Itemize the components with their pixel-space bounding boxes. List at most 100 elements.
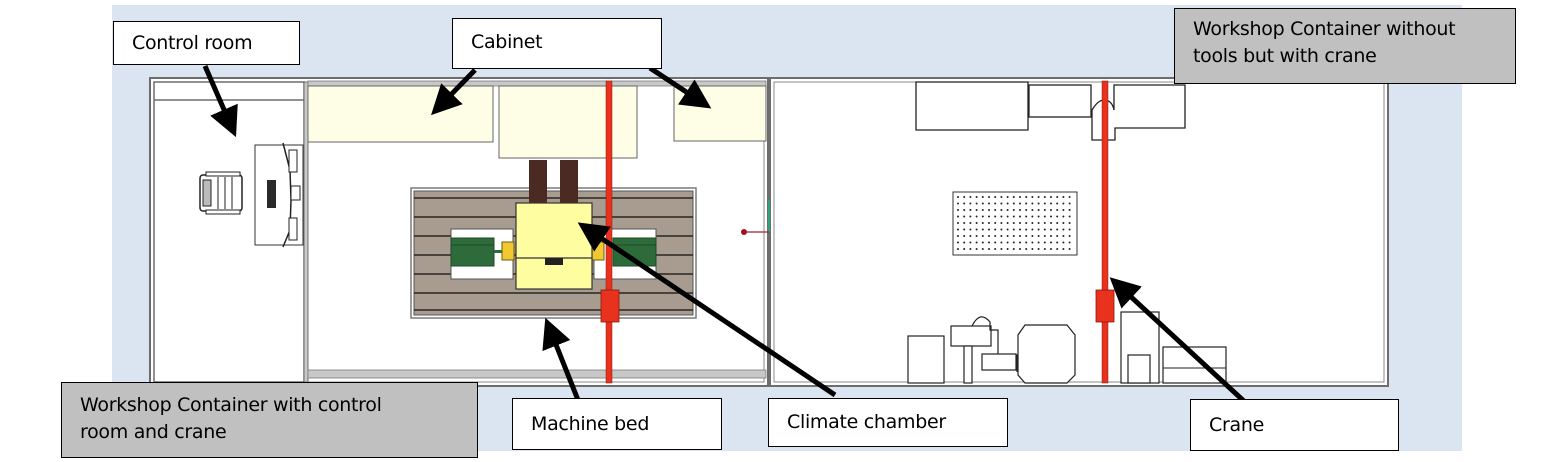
table-hole [994, 222, 997, 224]
table-hole [988, 228, 990, 231]
arrow-machine-bed [542, 317, 581, 401]
table-hole [981, 202, 984, 205]
table-hole [957, 209, 959, 211]
table-hole [1050, 202, 1052, 205]
table-hole [1031, 235, 1034, 237]
table-hole [1000, 228, 1003, 231]
table-hole [988, 209, 990, 211]
table-hole [1037, 235, 1040, 237]
label-workshop-without-tools: Workshop Container without tools but wit… [1174, 8, 1516, 84]
table-hole [981, 248, 984, 250]
table-hole [1006, 235, 1009, 237]
perforated-table [952, 191, 1078, 256]
table-hole [1050, 215, 1052, 218]
table-hole [1068, 202, 1071, 205]
table-hole [957, 215, 959, 218]
table-hole [1006, 209, 1009, 211]
table-hole [1012, 241, 1015, 244]
table-hole [1012, 209, 1015, 211]
table-hole [963, 196, 966, 198]
table-hole [969, 209, 972, 211]
label-workshop-with-control-room: Workshop Container with control room and… [61, 382, 478, 458]
table-hole [988, 235, 990, 237]
table-hole [1043, 209, 1046, 211]
table-hole [1062, 235, 1065, 237]
table-hole [1025, 196, 1028, 198]
table-hole [969, 248, 972, 250]
table-hole [1043, 222, 1046, 224]
table-hole [988, 202, 990, 205]
label-climate-chamber: Climate chamber [768, 398, 1008, 447]
arrow-cabinet-right [648, 65, 712, 109]
operator-chair-icon [199, 171, 243, 215]
table-hole [1012, 202, 1015, 205]
table-hole [1031, 215, 1034, 218]
table-hole [1062, 209, 1065, 211]
table-hole [1031, 248, 1034, 250]
table-hole [994, 209, 997, 211]
table-hole [1019, 215, 1021, 218]
table-hole [1056, 196, 1059, 198]
table-hole [1050, 228, 1052, 231]
table-hole [1012, 235, 1015, 237]
table-hole [963, 228, 966, 231]
table-hole [1000, 215, 1003, 218]
table-hole [1025, 241, 1028, 244]
table-hole [963, 248, 966, 250]
label-machine-bed: Machine bed [512, 398, 722, 450]
table-hole [994, 241, 997, 244]
table-hole [1056, 228, 1059, 231]
table-hole [981, 215, 984, 218]
table-hole [1000, 222, 1003, 224]
table-hole [1019, 196, 1021, 198]
label-crane: Crane [1190, 399, 1399, 451]
table-hole [975, 222, 978, 224]
table-hole [1025, 228, 1028, 231]
table-hole [975, 209, 978, 211]
table-hole [963, 215, 966, 218]
table-hole [988, 196, 990, 198]
table-hole [1050, 241, 1052, 244]
table-hole [1031, 222, 1034, 224]
table-hole [1043, 235, 1046, 237]
table-hole [988, 222, 990, 224]
table-hole [1056, 235, 1059, 237]
table-hole [1000, 241, 1003, 244]
table-hole [1019, 228, 1021, 231]
table-hole [1037, 228, 1040, 231]
arrow-crane [1109, 277, 1248, 405]
table-hole [969, 215, 972, 218]
table-hole [1019, 202, 1021, 205]
table-hole [975, 235, 978, 237]
table-hole [1012, 215, 1015, 218]
table-hole [1000, 248, 1003, 250]
table-hole [1037, 202, 1040, 205]
label-control-room: Control room [113, 21, 300, 65]
table-hole [1025, 235, 1028, 237]
table-hole [1006, 248, 1009, 250]
table-hole [981, 209, 984, 211]
table-hole [975, 241, 978, 244]
table-hole [1068, 215, 1071, 218]
control-desk [254, 142, 304, 248]
table-hole [1050, 196, 1052, 198]
table-hole [963, 202, 966, 205]
table-hole [1025, 248, 1028, 250]
table-hole [1062, 222, 1065, 224]
table-hole [969, 222, 972, 224]
table-hole [994, 228, 997, 231]
table-hole [1068, 196, 1071, 198]
table-hole [1050, 248, 1052, 250]
table-hole [1056, 215, 1059, 218]
table-hole [1031, 209, 1034, 211]
table-hole [969, 202, 972, 205]
arrow-climate-chamber [577, 222, 837, 398]
table-hole [957, 228, 959, 231]
table-hole [1000, 196, 1003, 198]
table-hole [957, 248, 959, 250]
table-hole [957, 241, 959, 244]
table-hole [988, 241, 990, 244]
label-cabinet: Cabinet [452, 18, 662, 69]
table-hole [1043, 241, 1046, 244]
table-hole [1037, 222, 1040, 224]
